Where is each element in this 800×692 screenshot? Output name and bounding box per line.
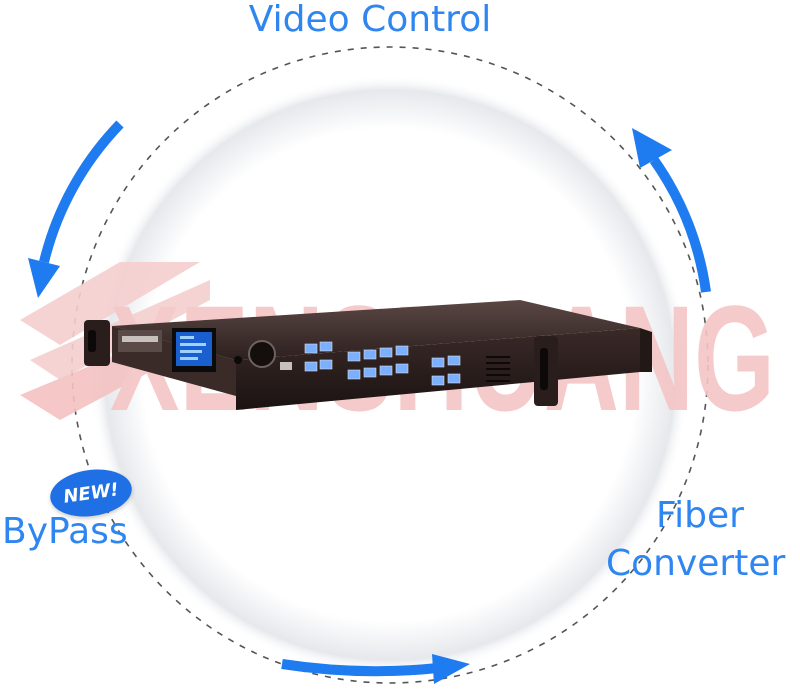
label-converter: Converter (606, 543, 786, 584)
dashed-cycle-circle (71, 46, 709, 684)
label-fiber: Fiber (656, 495, 744, 536)
label-bypass: ByPass (2, 511, 128, 552)
arrow-bottom-right (281, 654, 470, 684)
arrow-right-up (632, 128, 711, 293)
video-processor-device (84, 300, 652, 410)
arrow-left-down (28, 120, 124, 298)
label-video-control: Video Control (248, 0, 492, 40)
